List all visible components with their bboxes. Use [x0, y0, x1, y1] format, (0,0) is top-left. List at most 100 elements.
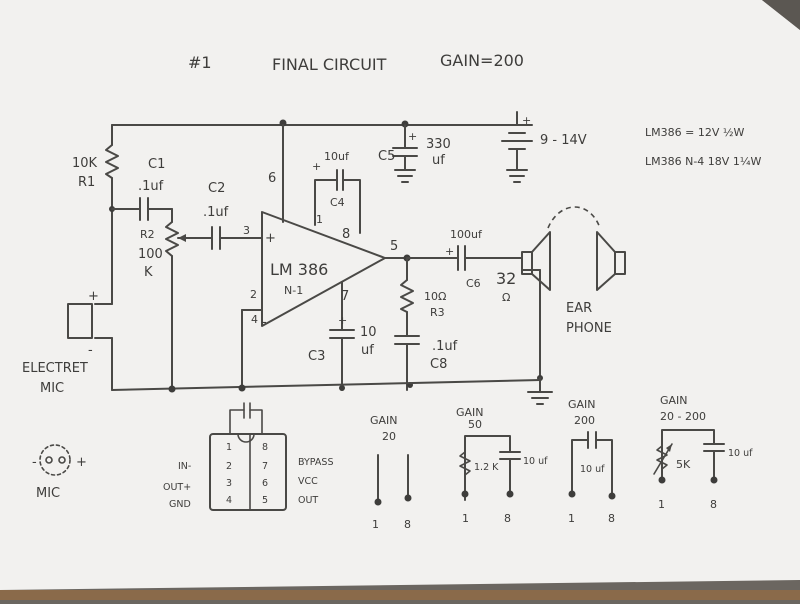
pinout-label-out-plus: OUT+	[163, 482, 191, 493]
r3-name: R3	[430, 306, 445, 319]
ic-pin-7: 7	[341, 289, 349, 304]
ic-pin-4: 4	[251, 313, 258, 326]
speaker-ohm-1: 32	[496, 269, 516, 288]
pinout-left-1: 1	[226, 442, 232, 453]
mic-symbol-minus: -	[32, 455, 37, 470]
earphone-label-1: EAR	[566, 301, 592, 316]
gain-50-pin-a: 1	[462, 512, 469, 525]
gain-200-title-1: GAIN	[568, 398, 596, 411]
c4-value: 10uf	[324, 150, 350, 163]
note-line-1: LM386 = 12V ½W	[645, 126, 745, 139]
gain-var-title-1: GAIN	[660, 394, 688, 407]
lm386-opamp	[241, 124, 411, 391]
pinout-label-in: IN-	[178, 461, 191, 472]
note-line-2: LM386 N-4 18V 1¼W	[645, 155, 761, 168]
c5-value-1: 330	[426, 137, 451, 152]
sheet-number: #1	[188, 53, 212, 72]
r1-name: R1	[78, 175, 95, 190]
capacitor-c6	[406, 245, 523, 271]
pinout-label-out: OUT	[298, 495, 318, 506]
ic-minus: -	[262, 315, 267, 330]
ic-pin-2: 2	[250, 288, 257, 301]
pinout-right-6: 6	[262, 478, 268, 489]
gain-50-title-1: GAIN	[456, 406, 484, 419]
ic-sub: N-1	[284, 284, 303, 297]
table-edge	[0, 590, 800, 600]
capacitor-c3	[329, 304, 355, 391]
gain-200-pin-b: 8	[608, 512, 615, 525]
r3-value: 10Ω	[424, 290, 446, 303]
resistor-r1	[105, 124, 119, 293]
pinout-label-bypass: BYPASS	[298, 457, 333, 468]
earphone-speaker-right	[596, 231, 626, 291]
c5-name: C5	[378, 149, 395, 164]
c8-value: .1uf	[432, 339, 458, 354]
paper-corner-shadow	[762, 0, 800, 30]
pinout-left-3: 3	[226, 478, 232, 489]
c5-value-2: uf	[432, 153, 445, 168]
c1-name: C1	[148, 157, 165, 172]
gain-20-pin-b: 8	[404, 518, 411, 531]
gain-50-cap: 10 uf	[523, 456, 548, 467]
pinout-right-7: 7	[262, 461, 268, 472]
r2-value-2: K	[144, 265, 153, 280]
resistor-r3	[400, 257, 414, 337]
earphone-speaker-left	[521, 231, 551, 291]
r1-value: 10K	[72, 156, 98, 171]
gain-option-200	[568, 431, 616, 500]
pinout-right-8: 8	[262, 442, 268, 453]
pinout-right-5: 5	[262, 495, 268, 506]
c1-value: .1uf	[138, 179, 164, 194]
gain-option-variable	[653, 429, 725, 484]
c6-plus: +	[445, 245, 454, 258]
capacitor-c2	[195, 226, 263, 250]
c3-value-2: uf	[361, 343, 374, 358]
ic-pin-5: 5	[390, 239, 398, 254]
mic-label-2: MIC	[40, 381, 64, 396]
potentiometer-r2	[165, 208, 197, 391]
gain-var-pin-b: 8	[710, 498, 717, 511]
mic-symbol-plus: +	[76, 455, 87, 470]
gain-20-pin-a: 1	[372, 518, 379, 531]
gain-option-20	[374, 454, 412, 506]
ic-pin-3: 3	[243, 224, 250, 237]
c2-value: .1uf	[203, 205, 229, 220]
gain-20-title-1: GAIN	[370, 414, 398, 427]
c4-name: C4	[330, 196, 345, 209]
pinout-label-gnd: GND	[169, 499, 191, 510]
gain-var-part: 5K	[676, 458, 691, 471]
gain-200-pin-a: 1	[568, 512, 575, 525]
gain-50-title-2: 50	[468, 418, 482, 431]
mic-minus: -	[88, 343, 93, 358]
gain-20-title-2: 20	[382, 430, 396, 443]
c8-name: C8	[430, 357, 447, 372]
gain-200-title-2: 200	[574, 414, 595, 427]
c4-plus: +	[312, 160, 321, 173]
gain-var-cap: 10 uf	[728, 448, 753, 459]
ic-pinout-diagram	[209, 402, 287, 511]
ic-pin-8: 8	[342, 227, 350, 242]
c6-value: 100uf	[450, 228, 483, 241]
c3-plus: +	[338, 314, 347, 327]
gain-var-pin-a: 1	[658, 498, 665, 511]
paper-sheet	[0, 0, 800, 590]
pinout-label-vcc: VCC	[298, 476, 318, 487]
sheet-title: FINAL CIRCUIT	[272, 55, 387, 74]
gain-200-cap: 10 uf	[580, 464, 605, 475]
gain-option-50	[459, 435, 521, 501]
c3-name: C3	[308, 349, 325, 364]
ground-rail	[111, 379, 541, 393]
battery-symbol	[501, 111, 533, 183]
capacitor-c5	[392, 124, 418, 183]
earphone-label-2: PHONE	[566, 321, 612, 336]
speaker-ohm-2: Ω	[502, 291, 510, 304]
gain-50-pin-b: 8	[504, 512, 511, 525]
pinout-left-2: 2	[226, 461, 232, 472]
c2-name: C2	[208, 181, 225, 196]
gain-50-part: 1.2 K	[474, 462, 499, 473]
capacitor-c1	[111, 197, 173, 221]
capacitor-c4	[314, 169, 361, 234]
battery-plus: +	[522, 114, 531, 127]
